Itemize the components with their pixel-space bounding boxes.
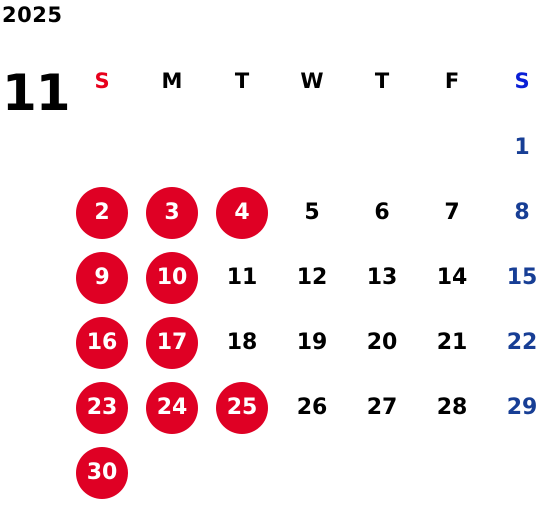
week-row: 1: [67, 115, 548, 180]
day-cell: 14: [417, 245, 487, 310]
calendar-day: 5: [304, 200, 320, 225]
calendar-day: 28: [436, 395, 468, 420]
holiday-day: 2: [76, 186, 128, 239]
calendar-day: 20: [366, 330, 398, 355]
weekday-tuesday: T: [234, 69, 250, 93]
day-cell: 20: [347, 310, 417, 375]
day-cell: 6: [347, 180, 417, 245]
calendar-day: 12: [296, 265, 328, 290]
month-label: 11: [2, 64, 71, 122]
week-row: 9 10 11 12 13 14 15: [67, 245, 548, 310]
weekday-header-row: S M T W T F S: [67, 47, 548, 115]
day-cell: 12: [277, 245, 347, 310]
holiday-day: 9: [76, 251, 128, 304]
day-cell: 24: [137, 375, 207, 440]
weekday-wednesday: W: [300, 69, 324, 93]
weekday-sunday: S: [94, 69, 110, 93]
day-cell: 4: [207, 180, 277, 245]
calendar-day: 11: [226, 265, 258, 290]
week-row: 16 17 18 19 20 21 22: [67, 310, 548, 375]
day-cell: 26: [277, 375, 347, 440]
holiday-day: 16: [76, 316, 128, 369]
day-cell: 22: [487, 310, 548, 375]
weekday-saturday: S: [514, 69, 530, 93]
calendar-day: 1: [514, 135, 530, 160]
day-cell: 29: [487, 375, 548, 440]
calendar-day: 19: [296, 330, 328, 355]
calendar-day: 29: [506, 395, 538, 420]
day-cell: [277, 440, 347, 505]
day-cell: 11: [207, 245, 277, 310]
day-cell: 9: [67, 245, 137, 310]
week-row: 23 24 25 26 27 28 29: [67, 375, 548, 440]
day-cell: [137, 115, 207, 180]
calendar-day: 21: [436, 330, 468, 355]
day-cell: [347, 115, 417, 180]
holiday-day: 23: [76, 381, 128, 434]
day-cell: 19: [277, 310, 347, 375]
holiday-day: 3: [146, 186, 198, 239]
day-cell: [417, 115, 487, 180]
day-cell: 27: [347, 375, 417, 440]
day-cell: 7: [417, 180, 487, 245]
holiday-day: 17: [146, 316, 198, 369]
weekday-thursday: T: [374, 69, 390, 93]
holiday-day: 4: [216, 186, 268, 239]
calendar-day: 8: [514, 200, 530, 225]
day-cell: [207, 115, 277, 180]
calendar-day: 18: [226, 330, 258, 355]
holiday-day: 25: [216, 381, 268, 434]
week-row: 30: [67, 440, 548, 505]
weekday-monday: M: [161, 69, 183, 93]
day-cell: [417, 440, 487, 505]
day-cell: [487, 440, 548, 505]
calendar-day: 27: [366, 395, 398, 420]
day-cell: 21: [417, 310, 487, 375]
day-cell: [207, 440, 277, 505]
day-cell: 25: [207, 375, 277, 440]
year-label: 2025: [2, 3, 63, 27]
calendar-day: 15: [506, 265, 538, 290]
calendar-day: 6: [374, 200, 390, 225]
day-cell: [67, 115, 137, 180]
calendar-day: 13: [366, 265, 398, 290]
day-cell: 2: [67, 180, 137, 245]
day-cell: 23: [67, 375, 137, 440]
weekday-friday: F: [444, 69, 460, 93]
holiday-day: 30: [76, 446, 128, 499]
day-cell: 5: [277, 180, 347, 245]
calendar-day: 14: [436, 265, 468, 290]
day-cell: [347, 440, 417, 505]
day-cell: [277, 115, 347, 180]
day-cell: 30: [67, 440, 137, 505]
day-cell: 28: [417, 375, 487, 440]
day-cell: 16: [67, 310, 137, 375]
day-cell: 10: [137, 245, 207, 310]
day-cell: 3: [137, 180, 207, 245]
calendar-day: 22: [506, 330, 538, 355]
day-cell: [137, 440, 207, 505]
day-cell: 15: [487, 245, 548, 310]
day-cell: 13: [347, 245, 417, 310]
calendar-day: 7: [444, 200, 460, 225]
day-cell: 18: [207, 310, 277, 375]
holiday-day: 10: [146, 251, 198, 304]
calendar-day: 26: [296, 395, 328, 420]
day-cell: 1: [487, 115, 548, 180]
day-cell: 17: [137, 310, 207, 375]
day-cell: 8: [487, 180, 548, 245]
holiday-day: 24: [146, 381, 198, 434]
